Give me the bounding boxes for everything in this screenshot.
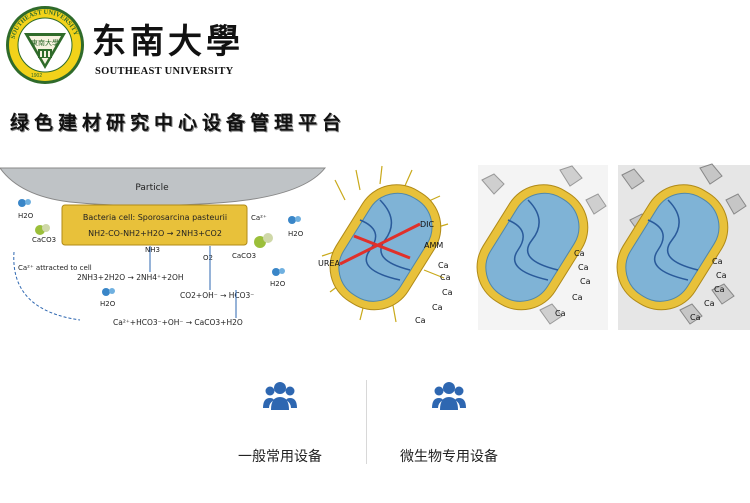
svg-text:DIC: DIC <box>420 220 435 229</box>
svg-text:Ca: Ca <box>716 271 727 280</box>
svg-text:Ca: Ca <box>712 257 723 266</box>
svg-text:Ca: Ca <box>555 309 566 318</box>
equation-1: 2NH3+2H2O → 2NH4⁺+2OH <box>77 273 184 282</box>
microbial-equipment-button[interactable]: 微生物专用设备 <box>349 370 549 470</box>
university-seal-logo[interactable]: SOUTHEAST UNIVERSITY 東南大學 1902 <box>5 5 85 85</box>
caco3-molecule-icon-right <box>254 233 273 248</box>
water-molecule-icon-3 <box>272 268 285 276</box>
ca-attracted-label: Ca²⁺ attracted to cell <box>18 264 92 272</box>
svg-text:Ca: Ca <box>438 261 449 270</box>
bacteria-illustration-1 <box>321 165 449 323</box>
header: SOUTHEAST UNIVERSITY 東南大學 1902 东南大學 SOUT… <box>0 0 750 90</box>
general-equipment-label: 一般常用设备 <box>238 449 322 465</box>
bacteria-cell-rect <box>61 204 248 246</box>
cell-equation: NH2-CO-NH2+H2O → 2NH3+CO2 <box>88 229 222 238</box>
banner-illustration: Particle Bacteria cell: Sporosarcina pas… <box>0 160 750 332</box>
svg-text:Ca: Ca <box>572 293 583 302</box>
nh3-label: NH3 <box>145 246 160 254</box>
svg-text:Ca: Ca <box>714 285 725 294</box>
svg-text:UREA: UREA <box>318 259 340 268</box>
seal-inner-text: 東南大學 <box>31 38 59 47</box>
svg-text:Ca: Ca <box>432 303 443 312</box>
h2o-label-1: H2O <box>18 212 34 220</box>
caco3-molecule-icon <box>35 224 50 235</box>
microbial-equipment-label: 微生物专用设备 <box>400 449 498 465</box>
equation-2: CO2+OH⁻ → HCO3⁻ <box>180 291 254 300</box>
users-icon <box>432 382 466 410</box>
university-name-cn: 东南大學 <box>92 22 244 62</box>
bacteria-labels: DIC AMM UREA Ca Ca Ca Ca Ca <box>318 220 453 325</box>
caco3-label-2: CaCO3 <box>232 252 256 260</box>
svg-text:Ca: Ca <box>442 288 453 297</box>
equation-3: Ca²⁺+HCO3⁻+OH⁻ → CaCO3+H2O <box>113 318 243 327</box>
seal-year: 1902 <box>31 73 42 79</box>
nav-divider <box>366 380 367 464</box>
general-equipment-button[interactable]: 一般常用设备 <box>180 370 380 470</box>
water-molecule-icon <box>18 199 31 207</box>
dashed-arrow-1 <box>13 251 81 321</box>
ca2-label: Ca²⁺ <box>251 214 267 222</box>
svg-text:Ca: Ca <box>574 249 585 258</box>
caco3-label-1: CaCO3 <box>32 236 56 244</box>
svg-text:Ca: Ca <box>415 316 426 325</box>
svg-text:Ca: Ca <box>578 263 589 272</box>
water-molecule-icon-4 <box>102 288 115 296</box>
svg-text:Ca: Ca <box>704 299 715 308</box>
svg-text:Ca: Ca <box>690 313 701 322</box>
svg-text:Ca: Ca <box>440 273 451 282</box>
cell-label: Bacteria cell: Sporosarcina pasteurii <box>83 213 227 222</box>
water-molecule-icon-2 <box>288 216 301 224</box>
o2-label: O2 <box>203 254 213 262</box>
particle-label: Particle <box>135 183 169 193</box>
university-name-en: SOUTHEAST UNIVERSITY <box>95 66 234 77</box>
platform-title: 绿色建材研究中心设备管理平台 <box>10 112 347 134</box>
bacteria-illustration-3 <box>616 163 750 330</box>
h2o-label-3: H2O <box>270 280 286 288</box>
users-icon <box>263 382 297 410</box>
h2o-label-4: H2O <box>100 300 116 308</box>
h2o-label-2: H2O <box>288 230 304 238</box>
svg-text:AMM: AMM <box>424 241 443 250</box>
svg-text:Ca: Ca <box>580 277 591 286</box>
bacteria-illustration-2 <box>476 165 608 330</box>
